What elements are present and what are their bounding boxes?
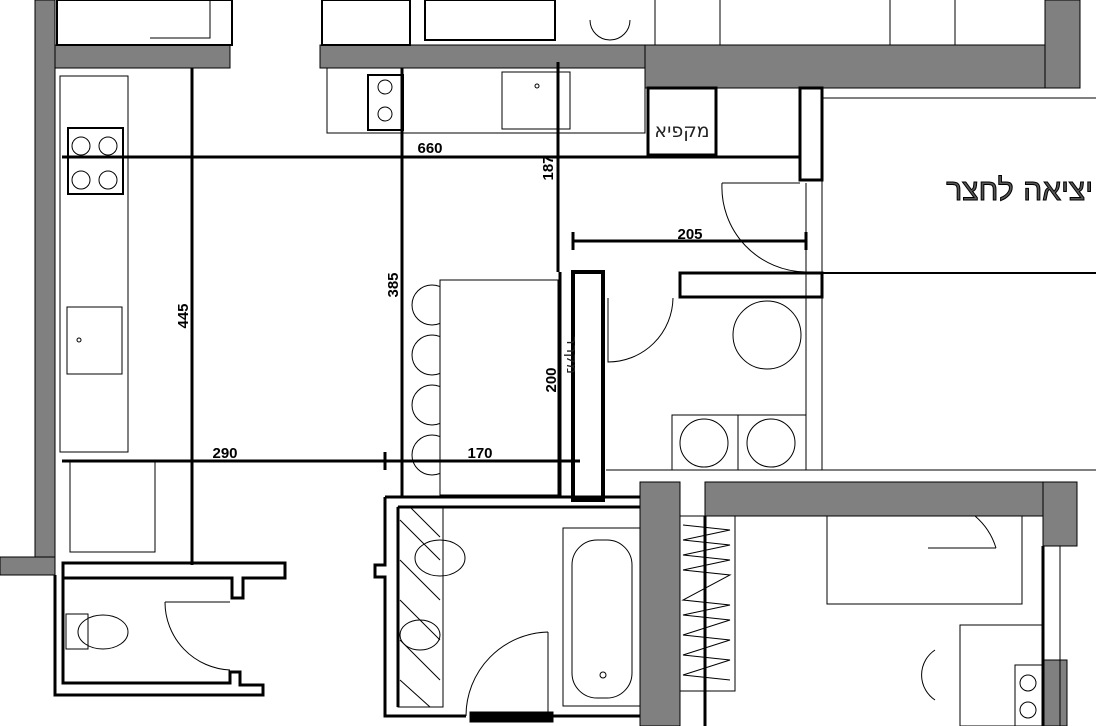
kitchen-counter-top <box>326 67 646 134</box>
dim-385: 385 <box>385 272 402 297</box>
exit-to-yard-label: יציאה לחצר <box>946 173 1093 208</box>
dim-445: 445 <box>175 303 192 328</box>
dim-660: 660 <box>417 140 442 157</box>
kitchen-counter-left <box>59 75 156 553</box>
freezer-label: מקפיא <box>654 120 709 142</box>
hallway: יציאה לחצר <box>606 86 1096 471</box>
dining-table <box>411 279 559 496</box>
top-fixtures <box>56 0 956 46</box>
dim-187: 187 <box>540 155 557 180</box>
dim-200: 200 <box>543 367 560 392</box>
dimension-labels: 660 205 290 170 187 385 445 200 <box>175 140 703 462</box>
dimension-lines <box>62 62 808 565</box>
toilet-room <box>53 561 287 697</box>
dim-170: 170 <box>467 445 492 462</box>
dim-205: 205 <box>677 226 702 243</box>
fridge: מקרר <box>563 270 605 502</box>
freezer: מקפיא <box>646 86 718 157</box>
bathroom <box>373 495 641 723</box>
bedroom <box>679 515 1061 726</box>
dim-290: 290 <box>212 445 237 462</box>
fridge-label: מקרר <box>563 336 581 374</box>
